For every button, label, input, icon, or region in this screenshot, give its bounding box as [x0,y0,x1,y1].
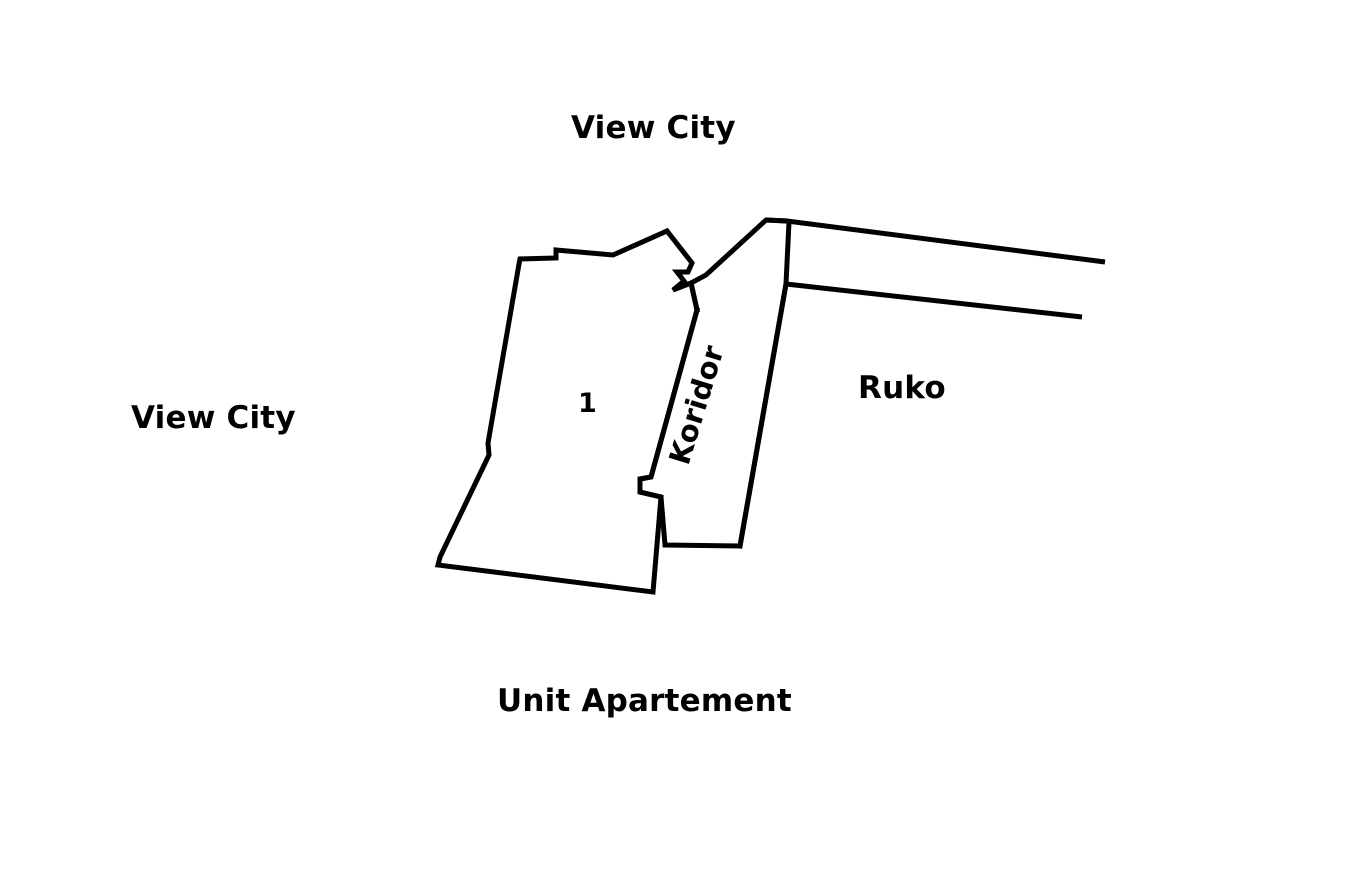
label-view-city-west: View City [131,400,296,436]
label-view-city-north: View City [571,110,736,146]
ruko-upper-boundary-line [765,217,1106,265]
ruko-wall [737,281,789,549]
label-unit-number: 1 [578,388,597,419]
label-unit-apartement: Unit Apartement [497,683,792,719]
ruko-lower-boundary-line [785,281,1083,320]
label-ruko: Ruko [858,370,946,406]
unit-apartment-outline [434,227,700,595]
